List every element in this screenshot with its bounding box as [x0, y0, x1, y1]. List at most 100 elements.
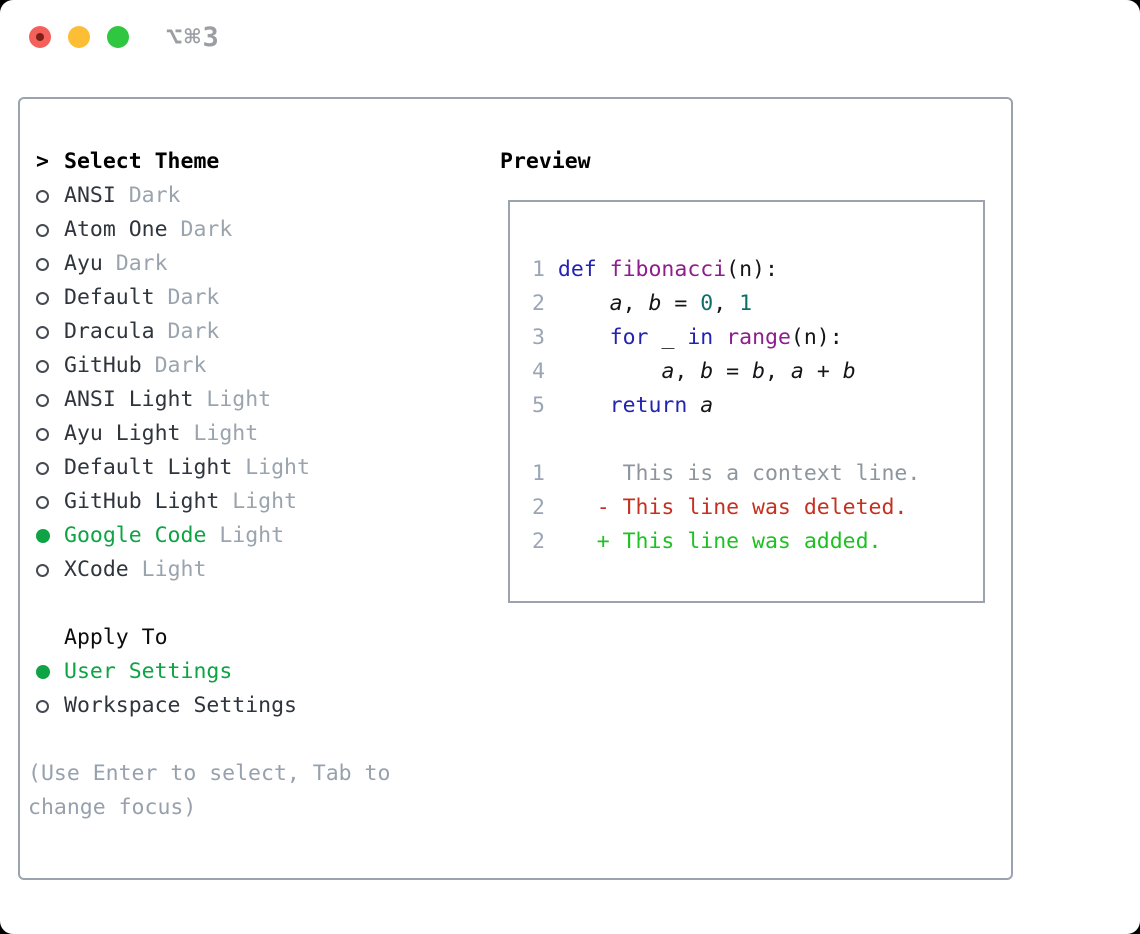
code-token: a [790, 359, 804, 384]
code-token: , [622, 291, 649, 316]
theme-variant: Light [193, 387, 272, 412]
code-token: def [557, 257, 610, 282]
radio-icon [36, 461, 64, 475]
code-token: in [687, 325, 714, 350]
code-token: a [661, 359, 675, 384]
line-number: 3 [532, 325, 545, 350]
code-token: (n): [726, 257, 778, 282]
code-token: for [609, 325, 649, 350]
code-line: 3 for _ in range(n): [532, 321, 983, 355]
code-token: , [765, 359, 791, 384]
code-token: a [609, 291, 623, 316]
theme-option-default[interactable]: Default Dark [28, 281, 488, 315]
radio-icon [36, 257, 64, 271]
theme-option-ayu-light[interactable]: Ayu Light Light [28, 417, 488, 451]
theme-name: Atom One [64, 217, 168, 242]
theme-name: Default [64, 285, 155, 310]
theme-name: ANSI Light [64, 387, 194, 412]
radio-icon [36, 393, 64, 407]
theme-option-default-light[interactable]: Default Light Light [28, 451, 488, 485]
code-token: + [803, 359, 843, 384]
theme-option-ansi-light[interactable]: ANSI Light Light [28, 383, 488, 417]
theme-option-atom-one[interactable]: Atom One Dark [28, 213, 488, 247]
theme-option-ayu[interactable]: Ayu Dark [28, 247, 488, 281]
radio-selected-icon [36, 665, 64, 679]
apply-option-label: User Settings [64, 659, 233, 684]
line-number: 2 [532, 495, 545, 520]
code-token: , [674, 359, 701, 384]
code-line: 4 a, b = b, a + b [532, 355, 983, 389]
apply-option-user-settings[interactable]: User Settings [28, 655, 488, 689]
theme-option-google-code[interactable]: Google Code Light [28, 519, 488, 553]
theme-variant: Light [128, 557, 207, 582]
theme-option-ansi[interactable]: ANSI Dark [28, 179, 488, 213]
code-token: 0 [700, 291, 714, 316]
code-token: = [661, 291, 701, 316]
theme-variant: Light [232, 455, 310, 480]
theme-variant: Dark [141, 353, 207, 378]
diff-text: This is a context line. [557, 461, 921, 486]
line-number: 2 [532, 529, 545, 554]
apply-option-workspace-settings[interactable]: Workspace Settings [28, 689, 488, 723]
theme-name: ANSI [64, 183, 116, 208]
maximize-button[interactable] [107, 26, 129, 48]
apply-to-title: Apply To [64, 625, 168, 650]
code-token [558, 359, 662, 384]
diff-text: - This line was deleted. [557, 495, 908, 520]
line-number: 1 [532, 257, 545, 282]
keyboard-hint-text: (Use Enter to select, Tab to change focu… [28, 761, 404, 820]
theme-option-xcode[interactable]: XCode Light [28, 553, 488, 587]
line-number: 5 [532, 393, 545, 418]
theme-name: Ayu [64, 251, 103, 276]
code-token: 1 [739, 291, 753, 316]
code-token [713, 325, 726, 350]
theme-option-github[interactable]: GitHub Dark [28, 349, 488, 383]
spacer [28, 723, 488, 757]
theme-name: Ayu Light [64, 421, 181, 446]
theme-variant: Light [180, 421, 259, 446]
diff-text: + This line was added. [557, 529, 882, 554]
theme-variant: Light [206, 523, 285, 548]
theme-name: GitHub [64, 353, 142, 378]
code-line: 5 return a [532, 389, 983, 423]
code-token: return [609, 393, 688, 418]
select-theme-header: > Select Theme [28, 145, 488, 179]
theme-name: Default Light [64, 455, 233, 480]
code-token: b [648, 291, 662, 316]
spacer [28, 587, 488, 621]
theme-variant: Dark [167, 217, 233, 242]
diff-line-deleted: 2 - This line was deleted. [532, 491, 983, 525]
theme-variant: Dark [154, 319, 220, 344]
radio-icon [36, 189, 64, 203]
code-token [558, 393, 610, 418]
radio-icon [36, 563, 64, 577]
select-theme-title: Select Theme [64, 149, 220, 174]
radio-icon [36, 699, 64, 713]
theme-option-github-light[interactable]: GitHub Light Light [28, 485, 488, 519]
theme-variant: Dark [154, 285, 220, 310]
code-token: b [752, 359, 766, 384]
minimize-button[interactable] [68, 26, 90, 48]
radio-icon [36, 291, 64, 305]
line-number: 2 [532, 291, 545, 316]
radio-icon [36, 359, 64, 373]
code-token: = [713, 359, 753, 384]
theme-option-dracula[interactable]: Dracula Dark [28, 315, 488, 349]
theme-name: XCode [64, 557, 129, 582]
radio-icon [36, 427, 64, 441]
line-number: 4 [532, 359, 545, 384]
code-token: b [842, 359, 856, 384]
code-token: b [700, 359, 714, 384]
apply-option-label: Workspace Settings [64, 693, 297, 718]
theme-name: GitHub Light [64, 489, 220, 514]
line-number: 1 [532, 461, 545, 486]
close-button[interactable] [29, 26, 51, 48]
